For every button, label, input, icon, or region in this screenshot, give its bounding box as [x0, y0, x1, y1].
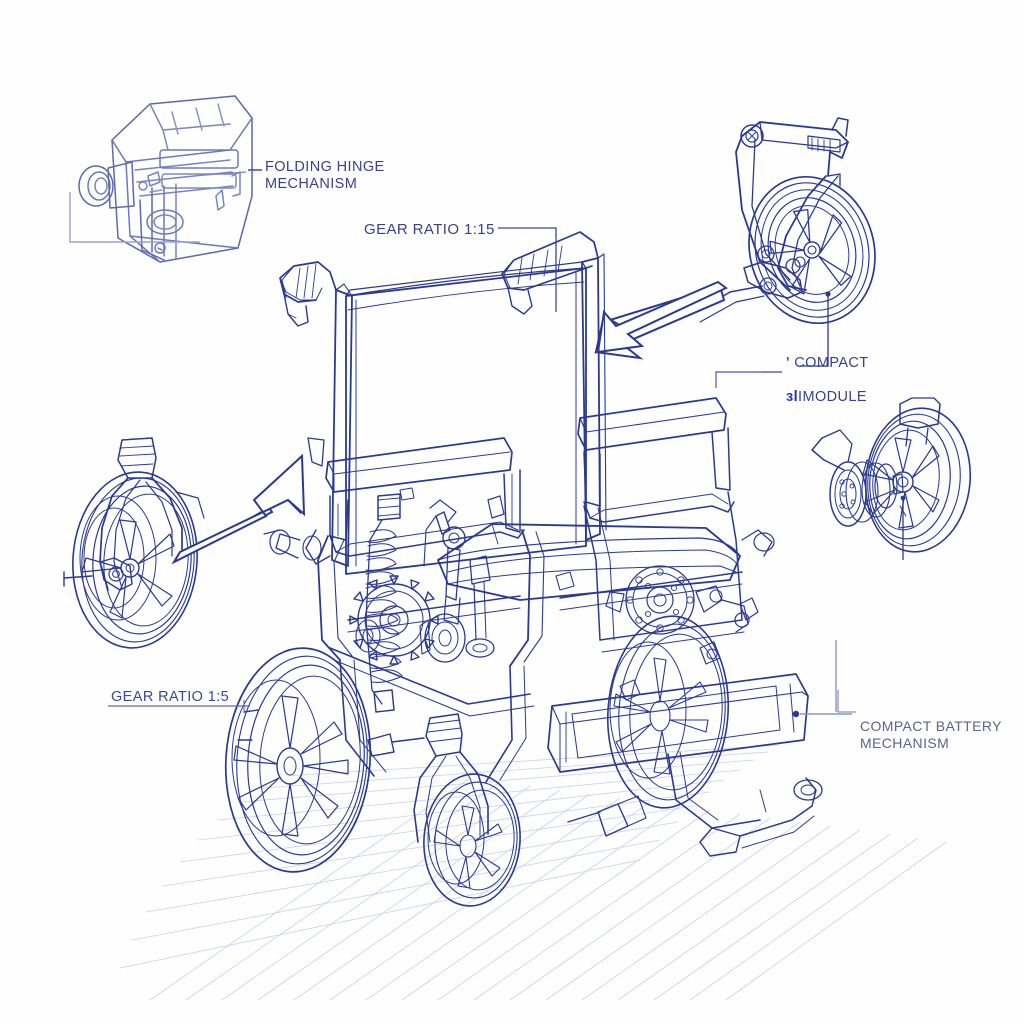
seat-cushion [437, 523, 741, 601]
leader-gear-ratio-15 [498, 227, 557, 312]
callout-gear-ratio-5: GEAR RATIO 1:5 [111, 689, 230, 705]
leader-hub-motor [900, 495, 906, 560]
frame-fittings [263, 495, 775, 701]
armrest-right [577, 397, 735, 523]
leader-gear-ratio-5 [108, 700, 250, 712]
sprocket-chain-drive [605, 565, 750, 635]
rear-drive-wheel-right [606, 615, 730, 809]
callout-compact-module-line1: ' COMPACT [786, 355, 869, 372]
callout-folding-hinge: FOLDING HINGE MECHANISM [265, 159, 385, 193]
callout-compact-module-line2: ɜlIMODULE [786, 389, 867, 406]
coil-spring-shock [365, 493, 403, 713]
front-caster-wheel [367, 713, 521, 907]
apostrophe-mark: ' [786, 355, 790, 372]
callout-compact-module: ' COMPACT ɜlIMODULE [786, 338, 869, 424]
leader-folding-hinge-bracket [69, 192, 200, 243]
hub-motor-wheel-detail [811, 397, 972, 553]
leader-compact-battery [800, 713, 852, 715]
caster-wheel-stem-detail [63, 437, 205, 649]
leader-caster-fork [800, 291, 831, 367]
push-handle-right [501, 231, 599, 315]
callout-compact-battery: COMPACT BATTERY MECHANISM [860, 718, 1002, 751]
perspective-grid-floor [119, 744, 947, 1001]
backrest-frame-posts [331, 253, 607, 567]
seat-frame [317, 491, 745, 783]
wheelchair-main [224, 231, 823, 907]
leader-battery-vertical [837, 690, 856, 713]
caster-wheel-fork-detail [699, 117, 876, 325]
actuator-assembly [423, 499, 495, 658]
arrow-topright-to-chair [594, 280, 728, 360]
push-handle-left [279, 261, 337, 327]
footrest [567, 751, 823, 857]
leader-folding-hinge-dash [204, 169, 262, 176]
leader-compact-module-dash [715, 371, 782, 388]
callout-gear-ratio-15: GEAR RATIO 1:15 [364, 221, 495, 238]
arrow-left-to-chair [171, 453, 306, 565]
battery-pack [547, 673, 809, 773]
